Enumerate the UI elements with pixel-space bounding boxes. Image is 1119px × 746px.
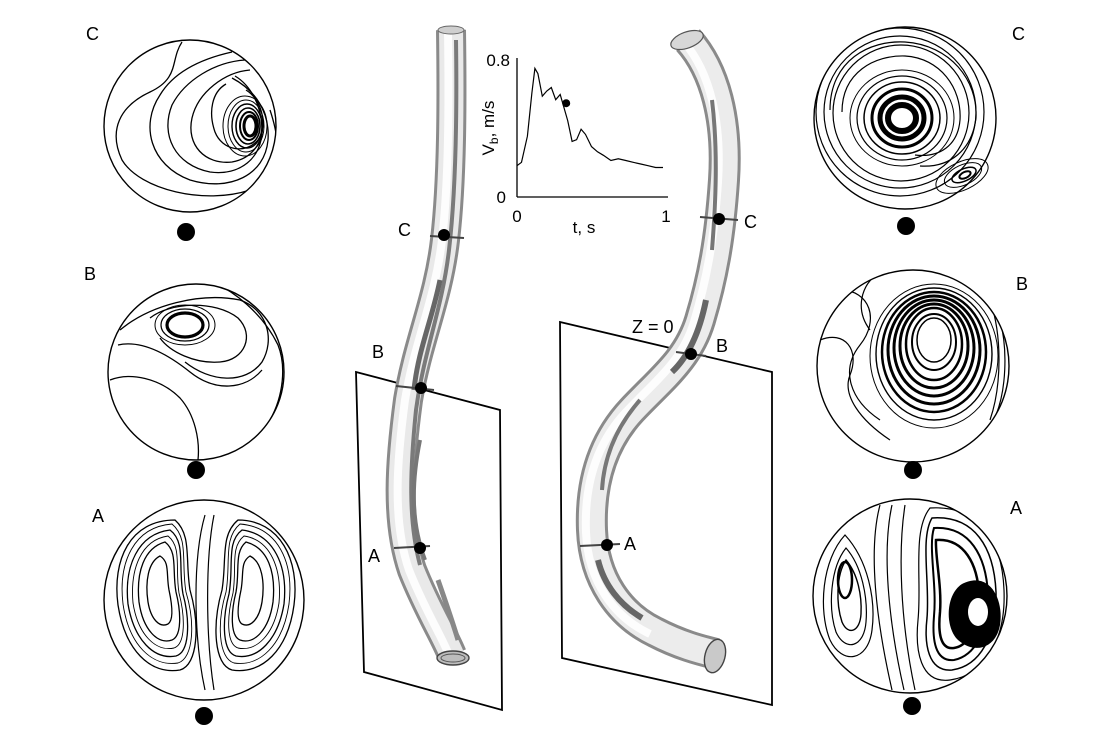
vessel-right-plane-label: Z = 0: [632, 317, 674, 337]
vessel-right-label-b: B: [716, 336, 728, 356]
section-label-right-a: A: [1010, 498, 1022, 518]
chart-y-tick-top: 0.8: [486, 51, 510, 70]
vessel-left: [355, 25, 503, 712]
chart-x-label: t, s: [573, 218, 596, 237]
vessel-right-label-a: A: [624, 534, 636, 554]
vessel-right-marker-c: [713, 213, 725, 225]
section-label-left-c: C: [86, 24, 99, 44]
vessel-left-label-a: A: [368, 546, 380, 566]
vessel-right-label-c: C: [744, 212, 757, 232]
section-label-left-b: B: [84, 264, 96, 284]
cross-section-left-c: [103, 39, 277, 241]
cross-section-right-a: [812, 498, 1008, 715]
section-marker-dot: [904, 461, 922, 479]
section-label-right-c: C: [1012, 24, 1025, 44]
chart-x-tick-left: 0: [512, 207, 521, 226]
vessel-left-marker-b: [415, 382, 427, 394]
cross-section-right-b: [816, 269, 1010, 479]
section-label-left-a: A: [92, 506, 104, 526]
section-marker-dot: [187, 461, 205, 479]
vessel-left-marker-a: [414, 542, 426, 554]
section-marker-dot: [903, 697, 921, 715]
vessel-right-marker-a: [601, 539, 613, 551]
section-label-right-b: B: [1016, 274, 1028, 294]
velocity-chart: 0.8 0 0 1 t, s Vb, m/s: [479, 51, 671, 237]
vessel-right-marker-b: [685, 348, 697, 360]
cross-section-left-b: [107, 283, 285, 479]
chart-series-line: [516, 66, 663, 169]
chart-current-time-marker: [562, 99, 571, 108]
vessel-left-label-b: B: [372, 342, 384, 362]
plane-left: [355, 370, 503, 712]
chart-y-label: Vb, m/s: [479, 101, 501, 156]
section-marker-dot: [897, 217, 915, 235]
chart-x-tick-right: 1: [661, 207, 670, 226]
vessel-left-label-c: C: [398, 220, 411, 240]
cross-section-left-a: [103, 499, 305, 725]
section-marker-dot: [195, 707, 213, 725]
chart-y-tick-bottom: 0: [497, 188, 506, 207]
cross-section-right-c: [813, 26, 997, 235]
section-marker-dot: [177, 223, 195, 241]
vessel-left-marker-c: [438, 229, 450, 241]
vessel-right: [559, 29, 773, 707]
